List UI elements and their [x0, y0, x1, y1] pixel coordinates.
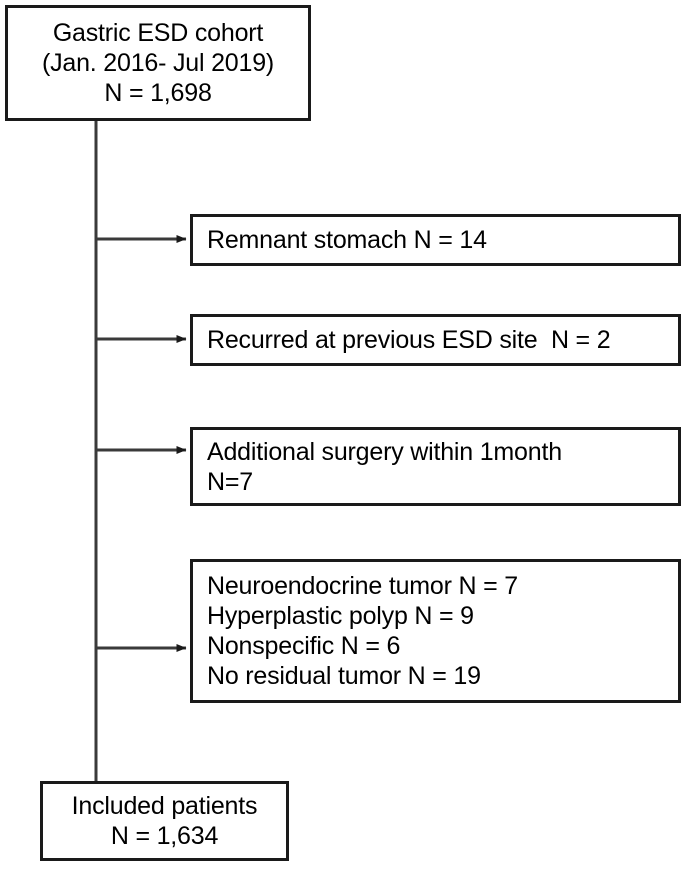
exclusion-line: Neuroendocrine tumor N = 7 [207, 572, 518, 600]
included-line-label: Included patients [71, 792, 258, 820]
exclusion-line: Remnant stomach N = 14 [207, 226, 487, 254]
exclusion-box-recurred-previous-esd-site: Recurred at previous ESD site N = 2 [190, 314, 681, 366]
exclusion-line: Hyperplastic polyp N = 9 [207, 602, 474, 630]
included-line-count: N = 1,634 [110, 822, 219, 850]
exclusion-line: Nonspecific N = 6 [207, 632, 401, 660]
exclusion-box-additional-surgery: Additional surgery within 1month N=7 [190, 427, 681, 506]
included-patients-box: Included patients N = 1,634 [40, 781, 289, 861]
exclusion-line: N=7 [207, 467, 253, 496]
gastric-esd-cohort-box: Gastric ESD cohort (Jan. 2016- Jul 2019)… [5, 5, 311, 121]
exclusion-box-remnant-stomach: Remnant stomach N = 14 [190, 214, 681, 266]
cohort-line-count: N = 1,698 [104, 79, 212, 107]
exclusion-box-other-pathology: Neuroendocrine tumor N = 7 Hyperplastic … [190, 559, 681, 703]
exclusion-line: Recurred at previous ESD site N = 2 [207, 326, 611, 354]
cohort-line-period: (Jan. 2016- Jul 2019) [41, 49, 275, 77]
exclusion-line: No residual tumor N = 19 [207, 662, 481, 690]
exclusion-line: Additional surgery within 1month [207, 437, 562, 466]
cohort-line-title: Gastric ESD cohort [52, 19, 264, 47]
